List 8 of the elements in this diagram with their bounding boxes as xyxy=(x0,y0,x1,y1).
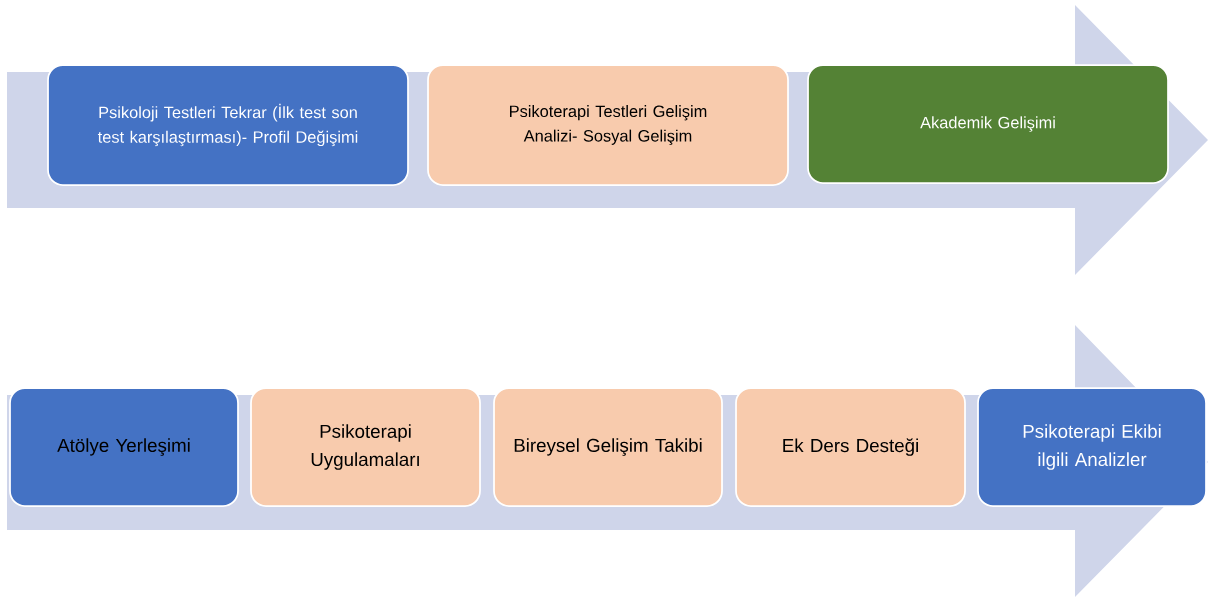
process-box: Psikoloji Testleri Tekrar (İlk test son test karşılaştırması)- Profil Değişimi xyxy=(47,64,409,186)
process-box: Akademik Gelişimi xyxy=(807,64,1169,184)
process-box: Bireysel Gelişim Takibi xyxy=(493,387,723,507)
process-box: Ek Ders Desteği xyxy=(735,387,966,507)
process-box: Psikoterapi Testleri Gelişim Analizi- Sosyal Gelişim xyxy=(427,64,789,186)
process-box: Psikoterapi Uygulamaları xyxy=(250,387,481,507)
process-box: Psikoterapi Ekibi ilgili Analizler xyxy=(977,387,1207,507)
process-box: Atölye Yerleşimi xyxy=(9,387,239,507)
